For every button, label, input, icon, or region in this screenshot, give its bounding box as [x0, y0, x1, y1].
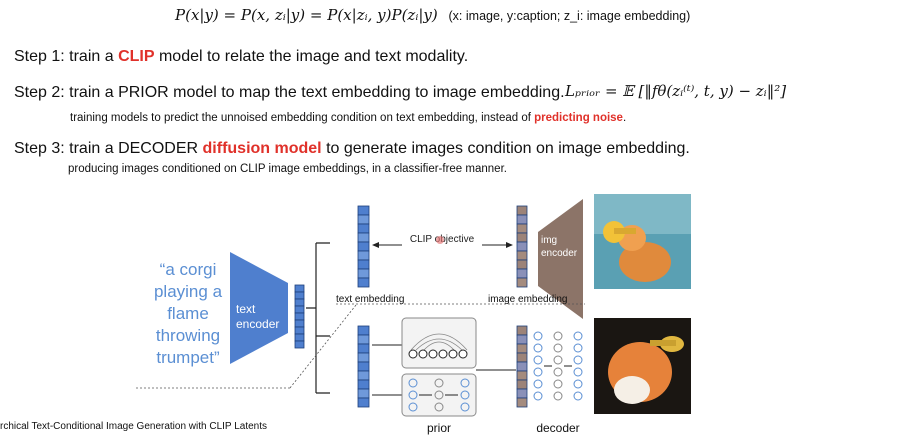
embedding-cell	[516, 325, 528, 336]
step-2: Step 2: train a PRIOR model to map the t…	[14, 84, 565, 101]
corgi-image-bottom	[594, 318, 691, 414]
embedding-cell	[516, 334, 528, 345]
embedding-cell	[516, 379, 528, 390]
embedding-cell	[294, 333, 305, 342]
formula-main: P(x|y) = P(x, zᵢ|y) = P(x|zᵢ, y)P(zᵢ|y)	[175, 6, 438, 24]
embedding-cell	[357, 388, 370, 399]
embedding-cell	[516, 343, 528, 354]
embedding-cell	[357, 268, 370, 279]
embedding-cell	[357, 343, 370, 354]
embedding-cell	[294, 312, 305, 321]
step-1-suffix: model to relate the image and text modal…	[154, 48, 469, 65]
embedding-cell	[357, 277, 370, 288]
decoder-module	[533, 331, 583, 401]
embedding-cell	[357, 361, 370, 372]
embedding-cell	[294, 305, 305, 314]
embedding-cell	[294, 284, 305, 293]
img-encoder-shape	[538, 199, 583, 319]
embedding-cell	[516, 370, 528, 381]
embedding-cell	[516, 397, 528, 408]
embedding-cell	[516, 352, 528, 363]
embedding-cell	[357, 214, 370, 225]
step-2-subtext: training models to predict the unnoised …	[70, 112, 626, 124]
embedding-cell	[516, 361, 528, 372]
embedding-cell	[516, 241, 528, 252]
step-1-prefix: Step 1: train a	[14, 48, 119, 65]
caption-line: flame	[167, 304, 209, 323]
bracket-connector	[306, 242, 330, 394]
image-embedding-label: image embedding	[488, 294, 568, 305]
formula-note: (x: image, y:caption; z_i: image embeddi…	[448, 9, 691, 23]
embedding-cell	[516, 232, 528, 243]
text-encoder-shape	[230, 252, 288, 364]
embedding-cell	[516, 205, 528, 216]
embedding-cell	[357, 259, 370, 270]
embedding-cell	[516, 268, 528, 279]
embedding-cell	[516, 223, 528, 234]
prior-label: prior	[427, 421, 451, 435]
prior-loss-formula: Lₚᵣᵢₒᵣ = 𝔼 [‖fθ(zᵢ⁽ᵗ⁾, t, y) − zᵢ‖²]	[565, 82, 787, 100]
text-embedding-label: text embedding	[336, 294, 404, 305]
clip-highlight: CLIP	[118, 48, 155, 65]
embedding-cell	[294, 340, 305, 349]
dashed-guide	[289, 304, 357, 389]
embedding-cell	[357, 205, 370, 216]
embedding-cell	[294, 298, 305, 307]
step-3-suffix: to generate images condition on image em…	[321, 140, 690, 157]
embedding-cell	[294, 326, 305, 335]
embedding-cell	[357, 352, 370, 363]
prior-transformer-box	[401, 317, 477, 369]
diffusion-model-highlight: diffusion model	[202, 140, 322, 157]
step-1: Step 1: train a CLIP model to relate the…	[14, 48, 468, 66]
embedding-cell	[357, 232, 370, 243]
embedding-cell	[357, 370, 370, 381]
image-embedding-vector-bottom	[516, 325, 528, 408]
paper-title-caption: rchical Text-Conditional Image Generatio…	[0, 421, 267, 432]
step-3-prefix: Step 3: train a DECODER	[14, 140, 203, 157]
arrow-head-right	[506, 242, 513, 248]
encoder-output-embedding	[294, 284, 305, 349]
bayes-formula: P(x|y) = P(x, zᵢ|y) = P(x|zᵢ, y)P(zᵢ|y) …	[175, 6, 690, 24]
caption-line: throwing	[156, 326, 220, 345]
embedding-cell	[294, 319, 305, 328]
img-encoder-label: encoder	[541, 248, 578, 259]
embedding-cell	[357, 397, 370, 408]
caption-line: trumpet”	[156, 348, 220, 367]
step-3-subtext: producing images conditioned on CLIP ima…	[68, 163, 507, 175]
image-embedding-vector	[516, 205, 528, 288]
predicting-noise-highlight: predicting noise	[534, 112, 623, 124]
arrow-head-left	[372, 242, 379, 248]
step-2-sub-suffix: .	[622, 112, 627, 124]
caption-text: “a corgi playing a flame throwing trumpe…	[154, 260, 223, 367]
embedding-cell	[294, 291, 305, 300]
embedding-cell	[516, 277, 528, 288]
step-3: Step 3: train a DECODER diffusion model …	[14, 140, 690, 158]
decoder-label: decoder	[536, 421, 579, 435]
embedding-cell	[357, 379, 370, 390]
embedding-cell	[516, 259, 528, 270]
text-embedding-vector	[357, 205, 370, 288]
img-encoder-label: img	[541, 235, 557, 246]
embedding-cell	[516, 214, 528, 225]
embedding-cell	[516, 250, 528, 261]
text-encoder-label: text	[236, 302, 256, 316]
pointer-dot	[436, 236, 444, 244]
embedding-cell	[516, 388, 528, 399]
embedding-cell	[357, 325, 370, 336]
text-embedding-vector-bottom	[357, 325, 370, 408]
text-encoder-label: encoder	[236, 317, 279, 331]
prior-module	[372, 317, 477, 417]
caption-line: playing a	[154, 282, 223, 301]
embedding-cell	[357, 241, 370, 252]
embedding-cell	[357, 223, 370, 234]
embedding-cell	[357, 334, 370, 345]
prior-diffusion-box	[401, 373, 477, 417]
embedding-cell	[357, 250, 370, 261]
step-2-sub-prefix: training models to predict the unnoised …	[70, 112, 535, 124]
corgi-image-top	[594, 194, 691, 289]
caption-line: “a corgi	[160, 260, 217, 279]
